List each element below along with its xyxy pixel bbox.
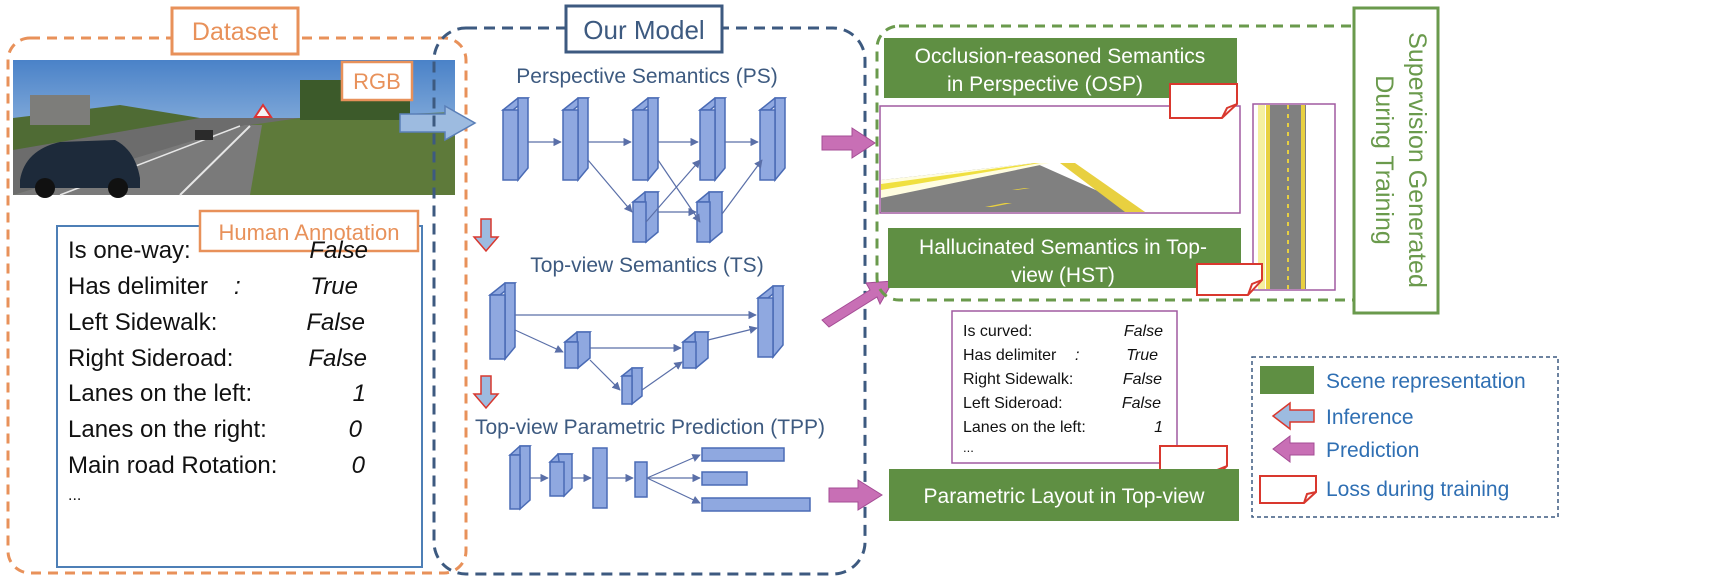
legend-scene-swatch xyxy=(1260,366,1314,394)
hst-title-line1: Hallucinated Semantics in Top- xyxy=(919,236,1207,259)
annotation-list: Is one-way: False Has delimiter : True L… xyxy=(68,237,368,504)
annotation-ellipsis: ... xyxy=(68,487,81,504)
prediction-value: False xyxy=(1122,395,1161,412)
prediction-name: Left Sideroad: xyxy=(963,395,1063,412)
osp-title-line1: Occlusion-reasoned Semantics xyxy=(915,45,1206,68)
annotation-name: Is one-way: xyxy=(68,237,191,264)
inference-arrow-rgb xyxy=(399,104,477,142)
annotation-name: Left Sidewalk: xyxy=(68,309,217,336)
ts-connections xyxy=(514,310,758,391)
annotation-name: Main road Rotation: xyxy=(68,452,277,479)
prediction-name: Lanes on the left: xyxy=(963,419,1086,436)
prediction-arrow-parametric xyxy=(828,479,883,511)
annotation-value: True xyxy=(310,273,358,300)
annotation-value: 0 xyxy=(349,416,363,443)
annotation-name: Right Sideroad: xyxy=(68,345,233,372)
legend-inference-arrow xyxy=(1271,401,1315,431)
supervision-title-box xyxy=(1352,6,1440,315)
annotation-label: Human Annotation xyxy=(218,220,399,245)
legend-prediction-arrow xyxy=(1272,434,1315,464)
osp-image xyxy=(879,105,1241,214)
ps-connections xyxy=(528,137,763,223)
annotation-name: Has delimiter xyxy=(68,273,208,300)
dataset-title: Dataset xyxy=(192,18,278,46)
inference-arrow-down-2 xyxy=(472,375,500,410)
tpp-connections xyxy=(530,454,701,504)
annotation-name: Lanes on the left: xyxy=(68,380,252,407)
annotation-value: 1 xyxy=(353,380,366,407)
dataset-title-box xyxy=(170,6,300,56)
prediction-ellipsis: ... xyxy=(963,440,974,455)
annotation-name: Lanes on the right: xyxy=(68,416,267,443)
osp-title-line2: in Perspective (OSP) xyxy=(947,73,1143,96)
annotation-sep: : xyxy=(234,273,241,300)
inference-arrow-down-1 xyxy=(472,218,500,253)
rgb-label: RGB xyxy=(353,69,401,94)
supervision-frame xyxy=(875,24,1379,302)
annotation-value: 0 xyxy=(352,452,366,479)
annotation-value: False xyxy=(306,309,365,336)
legend-loss-icon xyxy=(1259,475,1317,504)
model-title: Our Model xyxy=(583,15,704,45)
prediction-value: True xyxy=(1126,347,1158,364)
annotation-value: False xyxy=(308,345,367,372)
ts-label: Top-view Semantics (TS) xyxy=(530,254,763,277)
legend-prediction-label: Prediction xyxy=(1326,439,1419,462)
parametric-layout-box xyxy=(889,469,1239,521)
ps-network xyxy=(500,97,788,244)
model-title-box xyxy=(564,4,724,54)
prediction-value: 1 xyxy=(1154,419,1163,436)
prediction-value: False xyxy=(1123,371,1162,388)
prediction-arrow-hst xyxy=(821,280,894,328)
rgb-label-box xyxy=(340,60,414,102)
supervision-title-line2: During Training xyxy=(1370,75,1398,245)
legend-inference-label: Inference xyxy=(1326,406,1414,429)
hst-box xyxy=(888,228,1241,288)
prediction-attribute-list: Is curved: False Has delimiter : True Ri… xyxy=(963,323,1163,455)
legend-scene-label: Scene representation xyxy=(1326,370,1526,393)
tpp-network xyxy=(508,445,811,512)
hst-loss-icon xyxy=(1196,263,1263,296)
prediction-name: Is curved: xyxy=(963,323,1032,340)
osp-loss-icon xyxy=(1169,83,1238,119)
prediction-sep: : xyxy=(1075,347,1079,364)
prediction-attributes-box xyxy=(951,310,1178,464)
prediction-value: False xyxy=(1124,323,1163,340)
ts-network xyxy=(487,282,786,406)
prediction-name: Right Sidewalk: xyxy=(963,371,1073,388)
annotation-label-box xyxy=(198,209,420,253)
hst-image xyxy=(1252,103,1336,291)
prediction-arrow-osp xyxy=(821,127,876,159)
legend-loss-label: Loss during training xyxy=(1326,478,1509,501)
ps-label: Perspective Semantics (PS) xyxy=(516,65,777,88)
prediction-name: Has delimiter xyxy=(963,347,1057,364)
tpp-label: Top-view Parametric Prediction (TPP) xyxy=(475,416,825,439)
hst-title-line2: view (HST) xyxy=(1011,264,1115,287)
parametric-layout-label: Parametric Layout in Top-view xyxy=(924,485,1206,508)
annotation-value: False xyxy=(309,237,368,264)
supervision-title-line1: Supervision Generated xyxy=(1403,32,1431,288)
